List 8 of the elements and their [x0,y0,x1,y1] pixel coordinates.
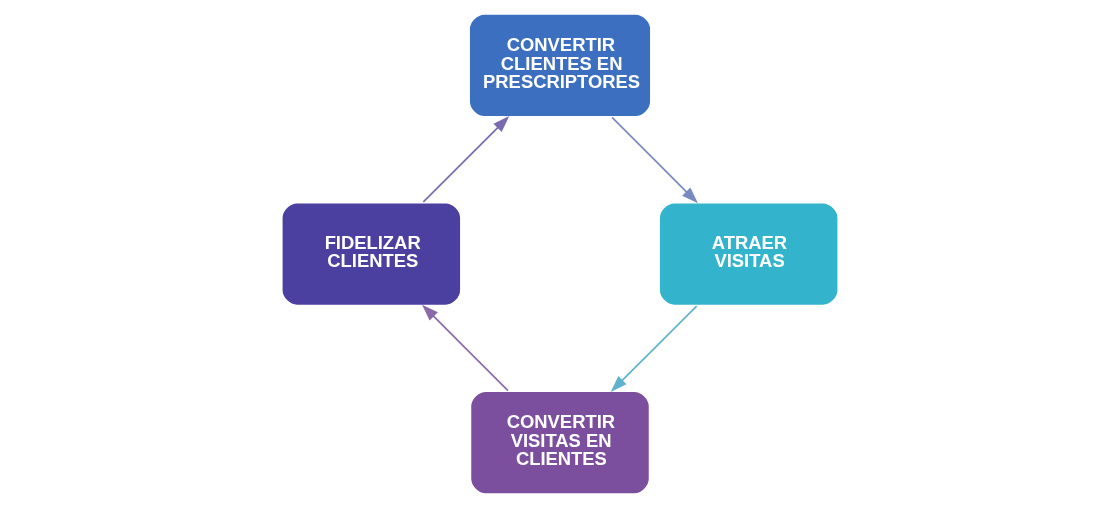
arrow [610,305,698,392]
node-box: FIDELIZAR CLIENTES [279,200,463,308]
node-box: CONVERTIR CLIENTES EN PRESCRIPTORES [467,12,653,119]
node-box: ATRAER VISITAS [657,200,841,308]
arrow [422,304,509,392]
arrow [611,116,698,204]
arrow [422,116,510,203]
node-box: CONVERTIR VISITAS EN CLIENTES [468,389,652,496]
